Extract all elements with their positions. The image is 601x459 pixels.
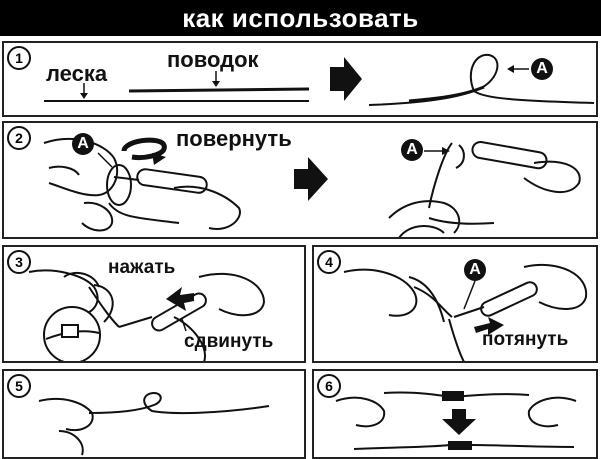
step-3-badge: 3 bbox=[7, 250, 31, 274]
arrow-right-icon bbox=[330, 57, 362, 101]
step-1-badge: 1 bbox=[7, 46, 31, 70]
step-5-illustration bbox=[38, 391, 270, 456]
marker-a-icon: A bbox=[464, 259, 486, 281]
page-title: как использовать bbox=[182, 3, 419, 33]
step-1-illustration bbox=[44, 53, 595, 106]
step-5-badge: 5 bbox=[7, 374, 31, 398]
step-5-panel: 5 bbox=[2, 369, 306, 459]
step-6-panel: 6 bbox=[312, 369, 598, 459]
step-1-panel: 1 леска поводок A bbox=[2, 41, 598, 117]
rotate-label: повернуть bbox=[176, 126, 292, 151]
step-6-badge: 6 bbox=[317, 374, 341, 398]
title-bar bbox=[0, 0, 601, 36]
step-4-illustration bbox=[343, 263, 588, 361]
pull-label: потянуть bbox=[482, 329, 569, 350]
arrow-down-icon bbox=[442, 409, 476, 435]
step-6-illustration bbox=[335, 391, 577, 450]
pull-arrow-icon bbox=[474, 317, 504, 335]
marker-a-icon: A bbox=[531, 58, 553, 80]
step-2-panel: 2 повернуть A A bbox=[2, 121, 598, 239]
rotate-arrow-icon bbox=[152, 153, 166, 165]
step-4-panel: 4 потянуть A bbox=[312, 245, 598, 363]
leader-label: поводок bbox=[167, 47, 259, 72]
slide-label: сдвинуть bbox=[184, 331, 274, 352]
line-label: леска bbox=[46, 61, 108, 86]
step-2-badge: 2 bbox=[7, 126, 31, 150]
step-3-illustration bbox=[28, 269, 266, 361]
step-3-panel: 3 нажать сдвинуть bbox=[2, 245, 306, 363]
step-2-illustration bbox=[43, 137, 581, 237]
marker-a-icon: A bbox=[72, 133, 94, 155]
press-arrow-icon bbox=[166, 287, 194, 311]
press-label: нажать bbox=[108, 257, 176, 278]
step-4-badge: 4 bbox=[317, 250, 341, 274]
marker-a-icon: A bbox=[401, 139, 423, 161]
arrow-right-icon bbox=[294, 157, 328, 201]
